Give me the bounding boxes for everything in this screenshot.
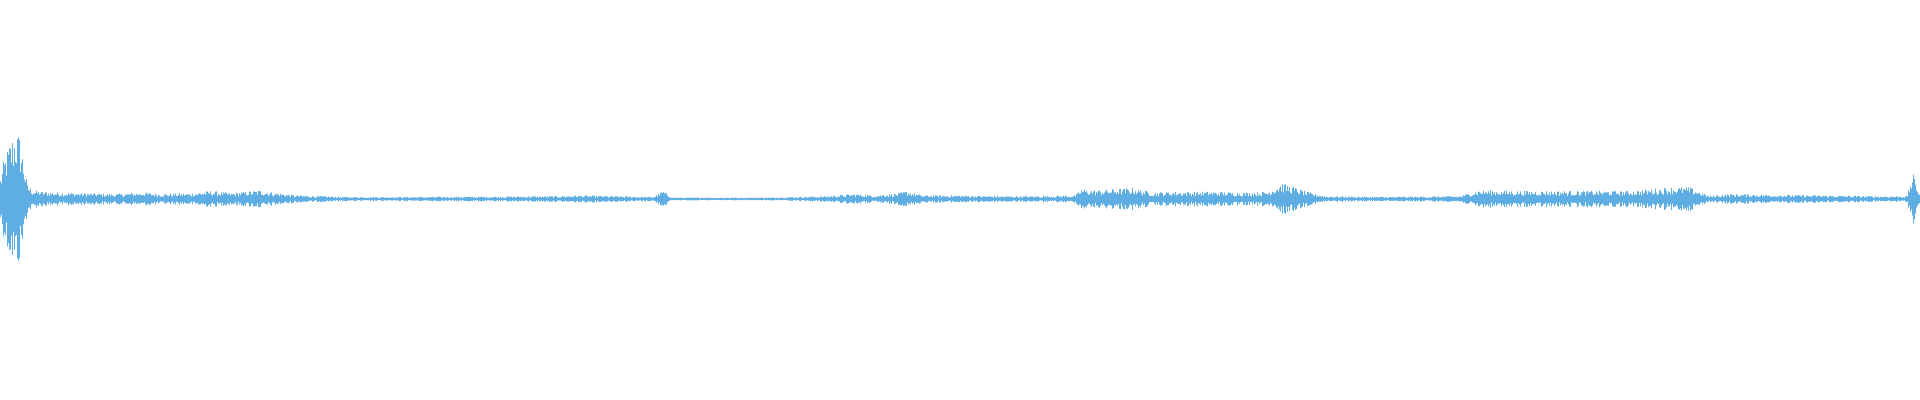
waveform-bars <box>0 137 1920 261</box>
